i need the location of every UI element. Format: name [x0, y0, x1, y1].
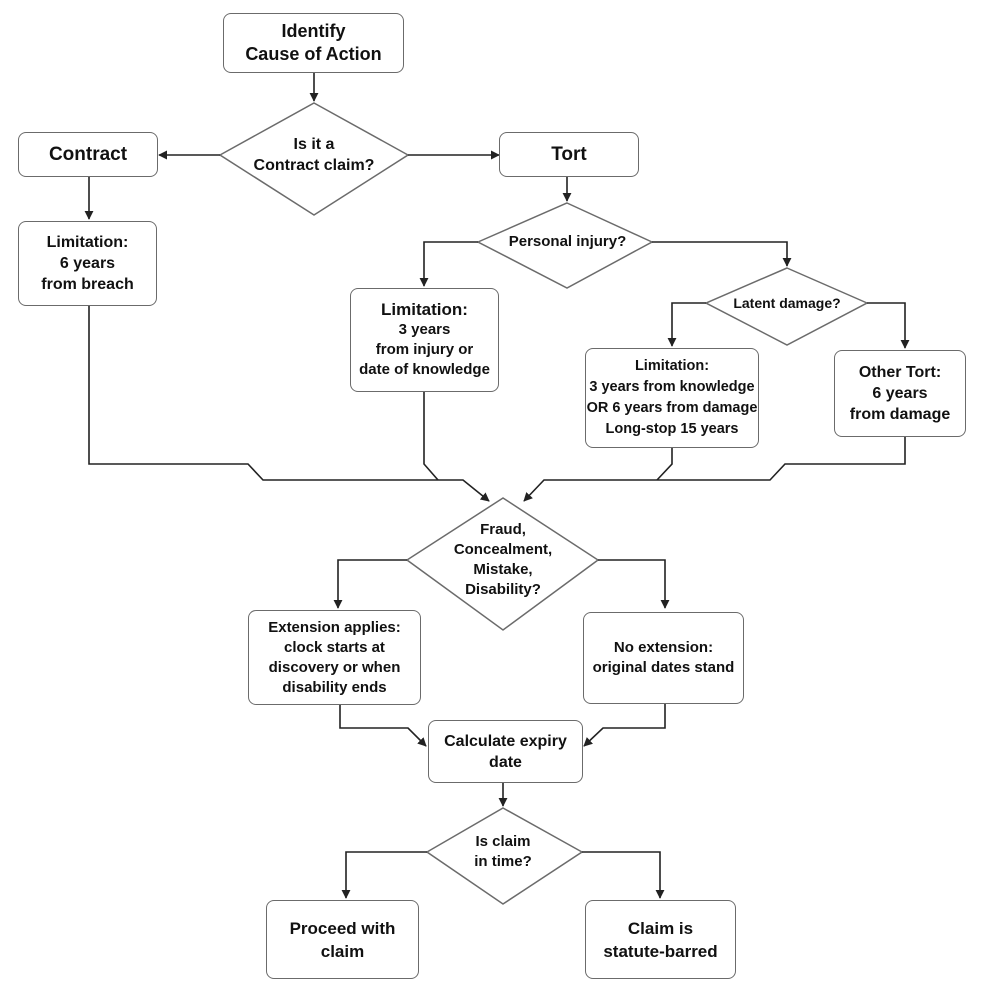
- calculate-expiry-box: Calculate expiry date: [428, 720, 583, 783]
- latent-limitation-line-4: Long-stop 15 years: [605, 421, 739, 437]
- calculate-line-2: date: [489, 753, 522, 771]
- line-pi-to-fraud: [423, 392, 439, 481]
- barred-line-1: Claim is: [627, 918, 694, 938]
- contract-label: Contract: [48, 143, 128, 165]
- arrow-to-proceed: [341, 851, 427, 899]
- extension-line-1: Extension applies:: [268, 618, 401, 636]
- contract-limitation-box: Limitation: 6 years from breach: [18, 221, 157, 306]
- personal-injury-limitation-box: Limitation: 3 years from injury or date …: [350, 288, 499, 392]
- line-contract-to-fraud: [88, 306, 490, 502]
- latent-limitation-box: Limitation: 3 years from knowledge OR 6 …: [585, 348, 759, 448]
- tort-box: Tort: [499, 132, 639, 177]
- pi-limitation-line-1: Limitation:: [381, 300, 468, 319]
- pi-limitation-line-4: date of knowledge: [359, 361, 490, 378]
- contract-limitation-line-1: Limitation:: [46, 234, 129, 251]
- pi-limitation-line-3: from injury or: [375, 341, 474, 358]
- arrow-extension-to-calculate: [339, 705, 427, 747]
- arrow-to-other-tort: [867, 302, 910, 349]
- extension-line-3: discovery or when: [268, 658, 401, 676]
- decision-contract-claim: [218, 102, 410, 216]
- line-latent-to-fraud: [656, 448, 673, 481]
- pi-limitation-line-2: 3 years: [398, 321, 451, 338]
- proceed-line-1: Proceed with: [289, 918, 396, 938]
- decision-in-time: [425, 807, 584, 905]
- extension-line-2: clock starts at: [284, 638, 385, 656]
- statute-barred-box: Claim is statute-barred: [585, 900, 736, 979]
- contract-box: Contract: [18, 132, 158, 177]
- arrow-to-barred: [582, 851, 665, 899]
- barred-line-2: statute-barred: [603, 941, 718, 961]
- proceed-with-claim-box: Proceed with claim: [266, 900, 419, 979]
- calculate-line-1: Calculate expiry: [444, 732, 567, 750]
- extension-line-4: disability ends: [282, 678, 387, 696]
- arrow-to-latent-question: [652, 241, 792, 267]
- contract-limitation-line-2: 6 years: [59, 255, 116, 272]
- no-extension-line-1: No extension:: [613, 639, 714, 656]
- other-tort-box: Other Tort: 6 years from damage: [834, 350, 966, 437]
- other-tort-line-2: 6 years: [872, 385, 928, 402]
- latent-limitation-line-3: OR 6 years from damage: [586, 400, 758, 416]
- arrow-to-pi-limitation: [419, 241, 478, 287]
- no-extension-line-2: original dates stand: [592, 659, 735, 676]
- arrow-to-extension: [333, 559, 407, 609]
- decision-personal-injury: [476, 202, 654, 289]
- tort-label: Tort: [551, 143, 587, 165]
- proceed-line-2: claim: [320, 941, 365, 961]
- line-other-tort-to-fraud: [523, 437, 906, 502]
- other-tort-line-3: from damage: [849, 406, 951, 423]
- latent-limitation-line-2: 3 years from knowledge: [589, 379, 755, 395]
- extension-applies-box: Extension applies: clock starts at disco…: [248, 610, 421, 705]
- decision-fraud: [405, 497, 600, 631]
- other-tort-line-1: Other Tort:: [858, 364, 942, 381]
- identify-line-2: Cause of Action: [245, 44, 382, 64]
- arrow-to-latent-limitation: [667, 302, 706, 347]
- no-extension-box: No extension: original dates stand: [583, 612, 744, 704]
- contract-limitation-line-3: from breach: [41, 276, 134, 293]
- decision-latent-damage: [704, 267, 869, 346]
- identify-line-1: Identify: [281, 21, 346, 41]
- arrow-to-no-extension: [598, 559, 670, 609]
- arrow-no-extension-to-calculate: [583, 704, 666, 747]
- identify-cause-box: Identify Cause of Action: [223, 13, 404, 73]
- latent-limitation-line-1: Limitation:: [634, 358, 710, 374]
